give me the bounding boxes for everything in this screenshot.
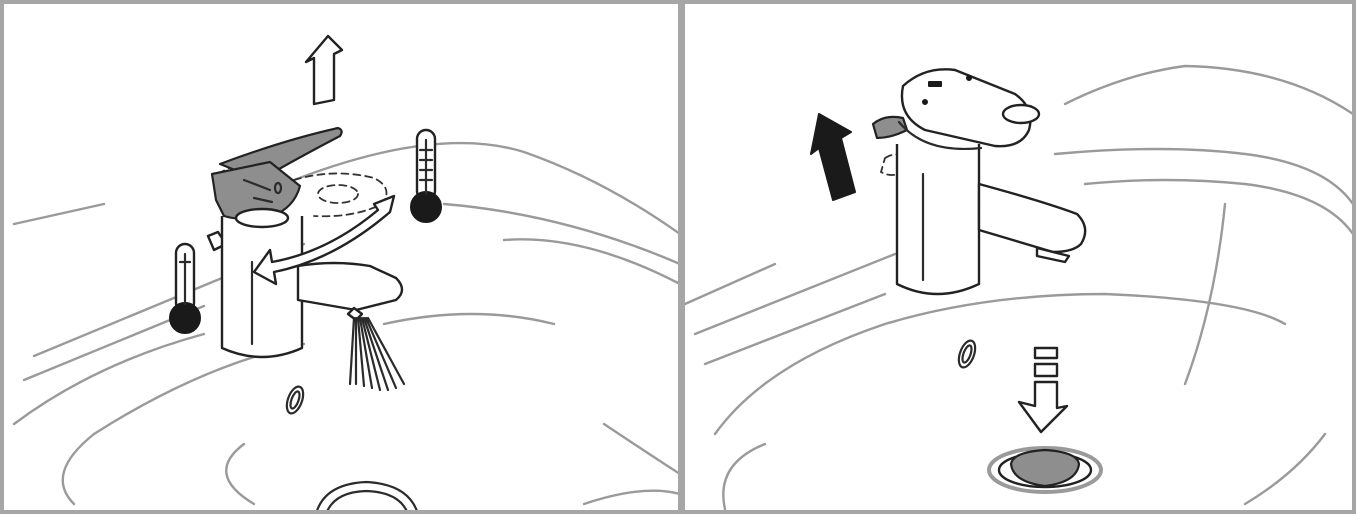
panel-mixing-drawing — [4, 4, 682, 514]
overflow-hole — [956, 338, 979, 369]
drain-plug — [316, 482, 418, 514]
panel-drain-drawing — [685, 4, 1356, 514]
water-spray — [350, 318, 404, 390]
drain-plug — [989, 448, 1101, 492]
lever-handle — [212, 128, 342, 227]
overflow-hole — [284, 384, 307, 415]
panel-mixing — [0, 0, 682, 514]
basin — [14, 143, 680, 504]
faucet — [897, 69, 1085, 294]
lift-arrow-icon — [306, 36, 342, 104]
pull-up-arrow-icon — [811, 114, 855, 200]
panel-drain — [682, 0, 1356, 514]
drain-down-arrow-icon — [1019, 348, 1067, 432]
